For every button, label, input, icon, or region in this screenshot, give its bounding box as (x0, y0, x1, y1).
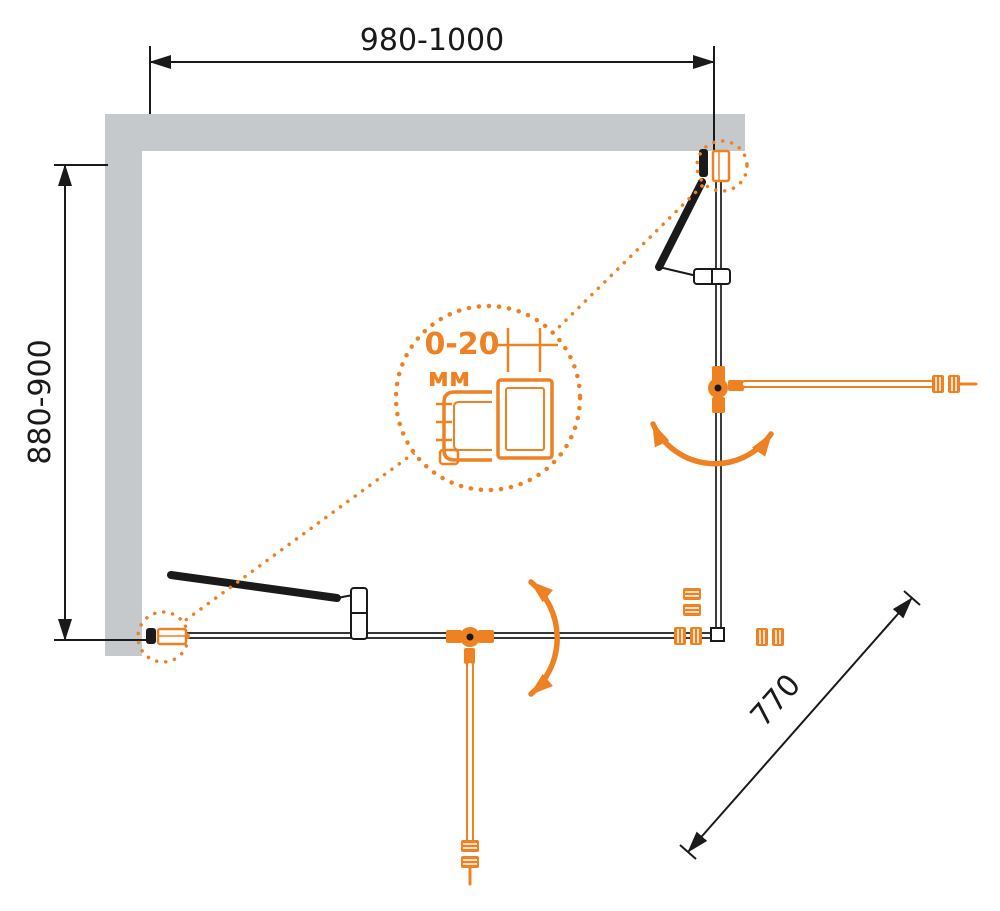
hinge-mount (728, 380, 744, 391)
profile-cap (699, 149, 708, 177)
wall-profile-bottom-left (136, 610, 190, 664)
door-open-top-right (655, 178, 731, 285)
connector-icon (755, 627, 785, 647)
depth-range-label: 880-900 (23, 339, 58, 464)
extension-tick-top (903, 590, 921, 606)
handle-grip-icon (460, 839, 480, 869)
hinge-leaf (712, 366, 725, 382)
door-panel (655, 178, 706, 271)
width-range-label: 980-1000 (360, 23, 504, 58)
walls (105, 114, 745, 656)
adjustment-unit-label: мм (428, 363, 471, 393)
connector-icon (682, 587, 702, 617)
rotation-arrow-right (650, 421, 774, 467)
profile-cap (146, 628, 156, 644)
towel-bar-bottom (466, 661, 474, 845)
dimension-diagonal (679, 590, 921, 860)
top-wall (105, 114, 745, 151)
extension-tick-bottom (679, 844, 697, 860)
door-panel (167, 571, 341, 602)
profile-cross-section-icon (436, 378, 554, 466)
left-wall (105, 114, 142, 656)
door-open-bottom-left (167, 571, 368, 640)
detail-callout-circle-top (695, 139, 749, 193)
handle-grip-icon (931, 374, 961, 394)
dimension-depth (54, 164, 148, 641)
panel-connectors (673, 587, 785, 647)
connector-icon (673, 626, 703, 646)
corner-connector (710, 627, 725, 642)
detail-callout-circle-bottom (136, 610, 190, 664)
hinge-mount (464, 648, 475, 664)
dimension-line-diagonal (687, 597, 913, 853)
door-edge (658, 266, 698, 277)
towel-bar-right (741, 380, 935, 388)
hinge-leaf (478, 630, 494, 643)
hinge-bottom (446, 579, 560, 886)
wall-profile-top-right (695, 139, 749, 193)
diagonal-width-label: 770 (744, 668, 808, 734)
hinge-right (650, 366, 978, 467)
adjustable-profile-icon (711, 149, 731, 183)
dimension-width (149, 46, 715, 150)
hinge-leaf (712, 397, 725, 413)
magnifier-circle (393, 303, 583, 493)
magnifier-detail: 0-20 мм (181, 182, 706, 624)
hinge-leaf (446, 630, 462, 643)
adjustment-range-label: 0-20 (424, 327, 499, 362)
rotation-arrow-bottom (528, 579, 560, 697)
leader-line-top (551, 182, 706, 335)
